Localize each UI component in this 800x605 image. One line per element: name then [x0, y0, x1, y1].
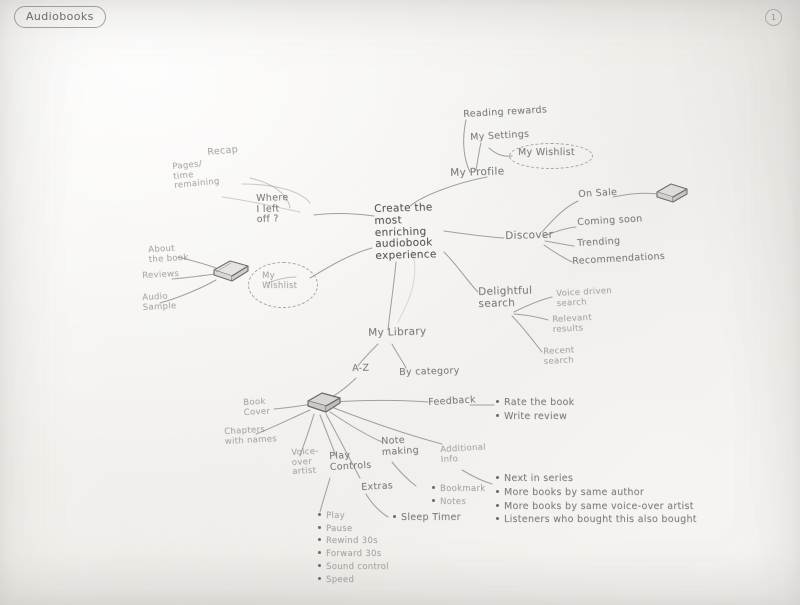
node-reading-rewards: Reading rewards [462, 104, 548, 120]
node-my-library: My Library [367, 325, 427, 339]
list-item: Write review [496, 410, 574, 423]
node-my-wishlist-top: My Wishlist [518, 147, 575, 158]
list-item: More books by same voice-over artist [496, 500, 697, 513]
list-item-label: Speed [326, 574, 355, 585]
node-note-making: Note making [380, 434, 420, 458]
node-where-i-left-off: Where I left off ? [255, 192, 289, 226]
list-item-label: Notes [440, 496, 467, 507]
bullet-icon [432, 498, 435, 502]
list-item: Sound control [318, 561, 389, 573]
list-item: Rewind 30s [318, 537, 389, 547]
node-book-cover: Book Cover [242, 396, 271, 418]
book-icon-on-sale [656, 183, 688, 203]
list-item-label: Next in series [504, 473, 574, 484]
list-item-label: Pause [326, 523, 353, 534]
node-discover: Discover [504, 228, 554, 242]
node-a-z: A-Z [351, 362, 370, 374]
bullet-icon [318, 513, 321, 516]
list-item-label: Forward 30s [326, 549, 382, 560]
node-about-the-book: About the book [147, 243, 189, 265]
list-item: Listeners who bought this also bought [496, 515, 697, 526]
bullet-icon [496, 400, 499, 403]
node-play-controls: Play Controls [328, 449, 372, 473]
page-title: Audiobooks [14, 6, 106, 28]
feedback-bullet-list: Rate the book Write review [496, 397, 575, 426]
node-my-wishlist-left: My Wishlist [262, 271, 298, 291]
node-by-category: By category [398, 365, 460, 378]
list-item: Notes [432, 496, 485, 508]
list-item-label: More books by same voice-over artist [504, 500, 694, 512]
bullet-icon [496, 489, 499, 493]
bullet-icon [496, 503, 499, 507]
list-item-label: Play [326, 511, 345, 521]
bullet-icon [496, 517, 499, 521]
node-feedback: Feedback [427, 394, 477, 408]
bullet-icon [393, 515, 396, 518]
list-item-label: Rewind 30s [326, 536, 378, 547]
node-my-settings: My Settings [469, 128, 530, 143]
note-making-bullet-list: Bookmark Notes [432, 484, 486, 510]
node-voice-over-artist: Voice- over artist [290, 446, 319, 477]
list-item: Play [318, 511, 389, 522]
node-my-profile: My Profile [449, 165, 505, 179]
book-icon-player [307, 392, 341, 413]
list-item: Next in series [496, 473, 697, 485]
bullet-icon [318, 551, 321, 555]
list-item-label: Sleep Timer [401, 512, 461, 523]
node-chapters-with-names: Chapters with names [223, 424, 278, 447]
node-voice-driven-search: Voice driven search [555, 285, 613, 309]
list-item-label: Bookmark [440, 484, 486, 494]
book-icon-detail [213, 260, 249, 282]
node-recent-search: Recent search [542, 345, 575, 367]
list-item-label: Write review [504, 410, 568, 422]
node-reviews: Reviews [141, 268, 180, 281]
list-item-label: More books by same author [504, 486, 645, 498]
list-item: Speed [318, 574, 389, 586]
node-audio-sample: Audio Sample [141, 291, 177, 313]
node-trending: Trending [576, 235, 621, 249]
node-delightful-search: Delightful search [477, 284, 533, 310]
node-recommendations: Recommendations [571, 250, 666, 267]
list-item: Forward 30s [318, 550, 389, 560]
list-item-label: Rate the book [504, 397, 575, 408]
list-item: Rate the book [496, 397, 575, 409]
list-item: Bookmark [432, 484, 486, 495]
node-coming-soon: Coming soon [576, 213, 643, 228]
wishlist-oval-left [248, 262, 318, 308]
list-item: Sleep Timer [393, 512, 461, 524]
bullet-icon [496, 413, 499, 417]
page-number-mark: 1 [765, 9, 782, 26]
list-item-label: Sound control [326, 561, 389, 572]
node-pages-time-remaining: Pages/ time remaining [171, 159, 221, 191]
additional-info-bullet-list: Next in series More books by same author… [496, 473, 697, 529]
wishlist-oval-top [509, 143, 593, 169]
bullet-icon [318, 525, 321, 529]
list-item: Pause [318, 523, 389, 535]
bullet-icon [318, 538, 321, 542]
node-extras: Extras [360, 480, 394, 493]
bullet-icon [432, 486, 435, 489]
node-recap: Recap [206, 144, 239, 158]
play-controls-bullet-list: Play Pause Rewind 30s Forward 30s Sound … [318, 511, 389, 588]
node-additional-info: Additional Info [439, 442, 487, 465]
bullet-icon [318, 563, 321, 567]
bullet-icon [496, 476, 499, 479]
node-on-sale: On Sale [577, 186, 618, 200]
node-relevant-results: Relevant results [551, 312, 593, 335]
center-node-label: Create the most enriching audiobook expe… [373, 201, 437, 262]
extras-bullet-list: Sleep Timer [393, 512, 461, 527]
bullet-icon [318, 576, 321, 580]
list-item: More books by same author [496, 486, 697, 499]
list-item-label: Listeners who bought this also bought [504, 514, 697, 526]
